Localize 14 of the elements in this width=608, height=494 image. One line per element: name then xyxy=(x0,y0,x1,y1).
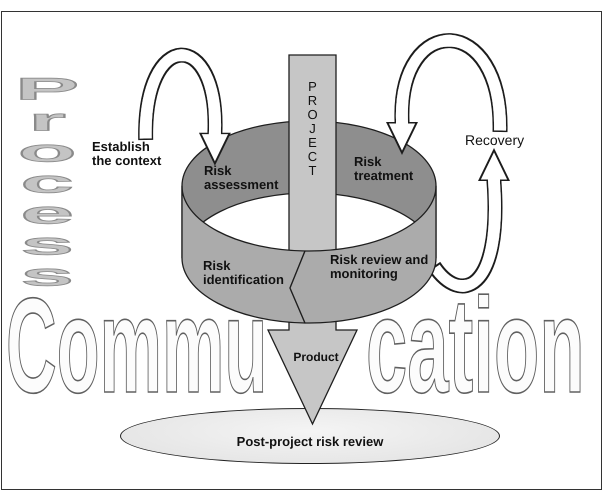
segment-label: Risk treatment xyxy=(354,155,418,183)
curved-arrow xyxy=(386,33,508,155)
step-label: Recovery xyxy=(465,132,529,148)
outlined-word: Commu xyxy=(6,292,268,400)
arrow-label: Product xyxy=(293,350,339,364)
outlined-word: cation xyxy=(366,292,585,400)
vertical-word: Process xyxy=(14,74,80,291)
segment-label: Risk identification xyxy=(203,259,287,287)
step-label: Establish the context xyxy=(92,140,167,168)
stage-label: Post-project risk review xyxy=(236,435,384,449)
vertical-text: PROJECT xyxy=(306,80,319,178)
curved-arrow xyxy=(138,48,231,166)
segment-label: Risk review and monitoring xyxy=(330,253,434,281)
segment-label: Risk assessment xyxy=(204,164,282,192)
